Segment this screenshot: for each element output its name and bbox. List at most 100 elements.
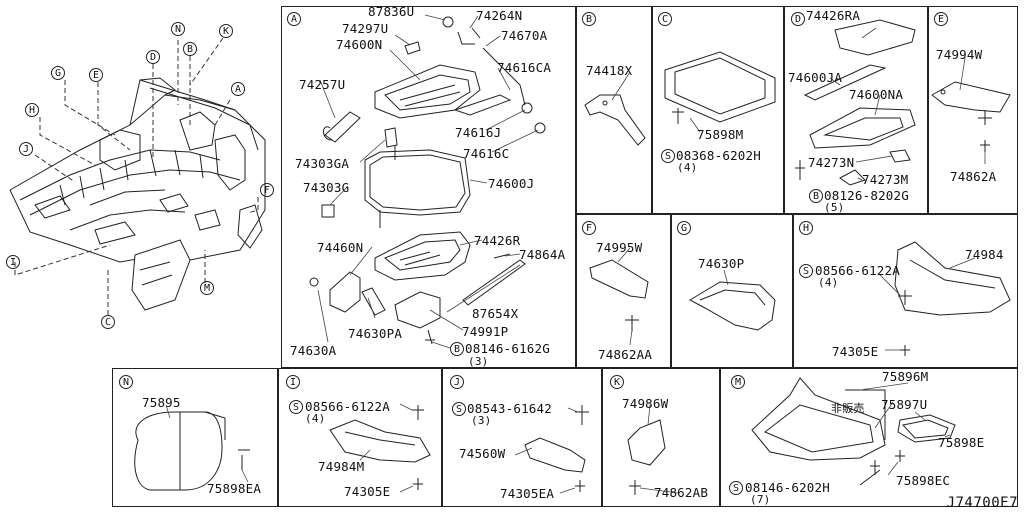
part-label[interactable]: 74305EA — [500, 486, 555, 501]
part-label[interactable]: 08126-8202G — [824, 188, 909, 203]
overview-callout[interactable]: C — [101, 315, 115, 329]
part-label[interactable]: 74995W — [596, 240, 643, 255]
part-label[interactable]: 74600NA — [849, 87, 904, 102]
part-label[interactable]: 74630PA — [348, 326, 403, 341]
part-label[interactable]: 74426RA — [806, 8, 861, 23]
part-label[interactable]: 74257U — [299, 77, 346, 92]
overview-callout[interactable]: I — [6, 255, 20, 269]
part-label[interactable]: 08368-6202H — [676, 148, 761, 163]
part-label[interactable]: 08566-6122A — [305, 399, 390, 414]
overview-callout[interactable]: N — [171, 22, 185, 36]
panel-c — [652, 6, 784, 214]
part-label[interactable]: 75898M — [697, 127, 744, 142]
part-label[interactable]: 74273M — [862, 172, 909, 187]
part-label[interactable]: 74305E — [832, 344, 879, 359]
part-label[interactable]: 08543-61642 — [467, 401, 552, 416]
part-label[interactable]: 74986W — [622, 396, 669, 411]
panel-j-drawing — [525, 405, 589, 492]
panel-f-drawing — [590, 260, 648, 332]
panel-letter: H — [799, 221, 813, 235]
part-label[interactable]: 74630A — [290, 343, 337, 358]
part-label[interactable]: 74600JA — [788, 70, 843, 85]
part-label[interactable]: 75898E — [938, 435, 985, 450]
overview-callout[interactable]: G — [51, 66, 65, 80]
part-label[interactable]: 74560W — [459, 446, 506, 461]
part-label[interactable]: 74984 — [965, 247, 1004, 262]
overview-callout[interactable]: H — [25, 103, 39, 117]
part-label[interactable]: 74616CA — [497, 60, 552, 75]
part-label[interactable]: 74616J — [455, 125, 502, 140]
quantity-label: (4) — [818, 276, 839, 289]
part-label[interactable]: 74303G — [303, 180, 350, 195]
part-label[interactable]: 74862AA — [598, 347, 653, 362]
part-label[interactable]: 74670A — [501, 28, 548, 43]
panel-j — [442, 368, 602, 507]
overview-callout[interactable]: A — [231, 82, 245, 96]
panel-i — [278, 368, 442, 507]
panel-b — [576, 6, 652, 214]
part-label[interactable]: 74630P — [698, 256, 745, 271]
part-label[interactable]: 87654X — [472, 306, 519, 321]
part-label[interactable]: 74426R — [474, 233, 521, 248]
overview-callout[interactable]: B — [183, 42, 197, 56]
panel-letter: C — [658, 12, 672, 26]
panel-letter: B — [582, 12, 596, 26]
panel-letter: A — [287, 12, 301, 26]
part-label[interactable]: 74862A — [950, 169, 997, 184]
overview-callout[interactable]: D — [146, 50, 160, 64]
quantity-label: (4) — [677, 161, 698, 174]
part-label[interactable]: 08146-6202H — [745, 480, 830, 495]
part-label[interactable]: 75897U — [881, 397, 928, 412]
part-label[interactable]: 74864A — [519, 247, 566, 262]
part-label[interactable]: 75898EA — [207, 481, 262, 496]
panel-g-drawing — [690, 282, 775, 330]
part-label[interactable]: 08566-6122A — [815, 263, 900, 278]
panel-d-drawing — [795, 20, 915, 185]
overview-callout[interactable]: E — [89, 68, 103, 82]
symbol-s: S — [452, 402, 466, 416]
part-label[interactable]: 74600N — [336, 37, 383, 52]
panel-k-drawing — [628, 420, 665, 495]
panel-i-drawing — [330, 405, 430, 490]
panel-a — [281, 6, 576, 368]
panel-letter: G — [677, 221, 691, 235]
panel-letter: I — [286, 375, 300, 389]
part-label[interactable]: 74600J — [488, 176, 535, 191]
panel-m-drawing — [752, 378, 955, 485]
quantity-label: (7) — [750, 493, 771, 506]
panel-a-drawing — [310, 17, 545, 344]
panel-e — [928, 6, 1018, 214]
overview-callout[interactable]: J — [19, 142, 33, 156]
part-label[interactable]: 74303GA — [295, 156, 350, 171]
panel-letter: N — [119, 375, 133, 389]
part-label[interactable]: 75896M — [882, 369, 929, 384]
part-label[interactable]: 74264N — [476, 8, 523, 23]
part-label[interactable]: 74305E — [344, 484, 391, 499]
part-label[interactable]: 74984M — [318, 459, 365, 474]
panel-n-drawing — [135, 412, 250, 490]
part-label[interactable]: 74273N — [808, 155, 855, 170]
part-label[interactable]: 74862AB — [654, 485, 709, 500]
part-label[interactable]: 75898EC — [896, 473, 951, 488]
overview-callout[interactable]: K — [219, 24, 233, 38]
symbol-s: S — [289, 400, 303, 414]
panel-e-drawing — [932, 82, 1010, 152]
panel-letter: E — [934, 12, 948, 26]
panel-letter: K — [610, 375, 624, 389]
symbol-s: S — [729, 481, 743, 495]
part-label[interactable]: 74616C — [463, 146, 510, 161]
symbol-b: B — [450, 342, 464, 356]
panel-letter: J — [450, 375, 464, 389]
part-label[interactable]: 87836U — [368, 4, 415, 19]
part-label[interactable]: 74418X — [586, 63, 633, 78]
part-label[interactable]: 75895 — [142, 395, 181, 410]
part-label[interactable]: 74991P — [462, 324, 509, 339]
panel-h — [793, 214, 1018, 368]
part-label[interactable]: 74994W — [936, 47, 983, 62]
overview-callout[interactable]: M — [200, 281, 214, 295]
part-label[interactable]: 74297U — [342, 21, 389, 36]
part-label[interactable]: 08146-6162G — [465, 341, 550, 356]
part-label[interactable]: 74460N — [317, 240, 364, 255]
overview-callout[interactable]: F — [260, 183, 274, 197]
